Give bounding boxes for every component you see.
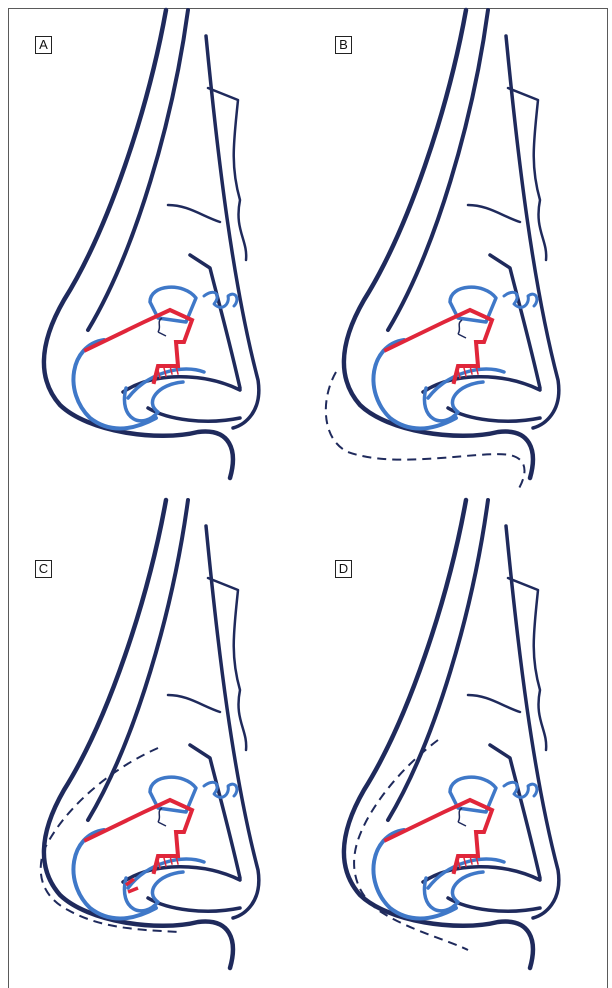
nose-diagram [8, 490, 308, 980]
panel-c: C [8, 490, 308, 980]
nose-diagram [308, 490, 608, 980]
panel-b: B [308, 0, 608, 490]
suture-mark [458, 320, 466, 338]
nose-diagram [8, 0, 308, 490]
panel-a: A [8, 0, 308, 490]
nose-diagram [308, 0, 608, 490]
nose-outline [344, 500, 559, 968]
nose-outline [44, 500, 259, 968]
nose-outline [344, 10, 559, 478]
nose-outline [44, 10, 259, 478]
panel-d: D [308, 490, 608, 980]
